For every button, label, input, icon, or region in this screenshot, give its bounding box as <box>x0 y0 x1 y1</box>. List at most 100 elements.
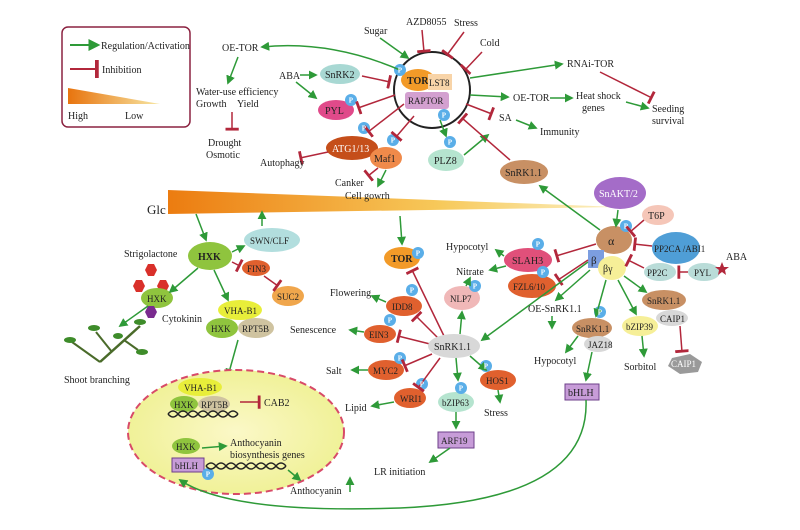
azd8055-label: AZD8055 <box>406 17 447 28</box>
t6p-node <box>642 205 674 225</box>
vha-b1-node <box>218 300 262 320</box>
snrk11-center-inhibit-ein3 <box>395 329 431 345</box>
snrk11-center-inhibit-idd8 <box>410 310 439 339</box>
nucleus <box>127 369 345 495</box>
strigolactone-label: Strigolactone <box>124 249 178 260</box>
tor-inhibit-maf1 <box>390 115 415 142</box>
nlp7-to-nitrate <box>462 276 471 287</box>
phospho-label: P <box>541 269 546 277</box>
hxk-b-node <box>206 318 238 338</box>
alpha-inhibit-slah3 <box>553 243 597 263</box>
phospho-label: P <box>442 112 447 120</box>
pp2ca-node <box>652 232 700 264</box>
ein3-to-senescence <box>348 326 365 336</box>
gamma-node <box>598 256 626 280</box>
snrk11-center-to-nlp7 <box>456 310 466 335</box>
phospho-label: P <box>536 241 541 249</box>
hxk-shoot-label: HXK <box>147 294 167 304</box>
phospho-label: P <box>484 363 489 371</box>
phospho-label: P <box>206 471 211 479</box>
rnai-tor-label: RNAi-TOR <box>567 59 614 70</box>
hexagon-icon <box>133 280 145 292</box>
bhlh-right-label: bHLH <box>568 388 594 399</box>
suc2-label: SUC2 <box>277 292 299 302</box>
dna-strand <box>167 410 239 418</box>
bhlh-nuclear-label: bHLH <box>175 461 198 471</box>
osmotic-label: Osmotic <box>206 150 240 161</box>
aba-top-label: ABA <box>279 71 301 82</box>
cell-growth-label: Cell gowrh <box>345 191 390 202</box>
tor-top-node <box>401 69 435 91</box>
bzip63-label: bZIP63 <box>442 398 470 408</box>
alpha-node <box>596 226 632 254</box>
phospho-label: P <box>420 381 425 389</box>
anthocyanin-label: Anthocyanin <box>290 486 342 497</box>
snrk11-center-to-hos1 <box>469 355 488 372</box>
caip1-a-node <box>656 310 688 326</box>
bzip63-node <box>438 392 474 412</box>
glc-gradient-wedge <box>168 190 620 214</box>
senescence-label: Senescence <box>290 325 337 336</box>
hxk-to-hxk-shoot <box>168 267 199 294</box>
bhlh-right-to-nucleus-arrow <box>178 399 587 510</box>
gamma-to-snrk11-right <box>623 275 648 294</box>
snrk11-right-label: SnRK1.1 <box>647 296 680 306</box>
nlp7-label: NLP7 <box>450 294 472 304</box>
lst8-node <box>428 74 452 90</box>
glc-label: Glc <box>147 202 166 217</box>
plz8-to-sa-arrow <box>463 133 490 156</box>
cold-inhibit <box>459 51 483 76</box>
autophagy-label: Autophagy <box>260 158 304 169</box>
bhlh-right-node <box>564 383 600 401</box>
bzip39-node <box>622 316 658 336</box>
immunity-label: Immunity <box>540 127 579 138</box>
bzip39-label: bZIP39 <box>626 322 654 332</box>
swn-node <box>244 228 300 252</box>
ein3-node <box>364 325 396 343</box>
phospho-icon <box>438 109 450 121</box>
snrk11-right-node <box>642 290 686 310</box>
hxk-nuclear2-node <box>172 438 200 454</box>
caip1-b-label: CAIP1 <box>671 359 696 369</box>
pp2c-label: PP2C <box>647 268 668 278</box>
phospho-icon <box>345 94 357 106</box>
snrk11-center-label: SnRK1.1 <box>434 342 471 353</box>
beta-to-snrk11-center <box>480 261 589 342</box>
snrk11-center-inhibit-wri1 <box>412 357 441 393</box>
phospho-label: P <box>391 137 396 145</box>
glc-to-hxk <box>195 213 208 242</box>
phospho-label: P <box>416 250 421 258</box>
glc-to-tor-mid <box>396 215 406 246</box>
hxk-node <box>188 242 232 270</box>
azd-inhibit <box>417 29 431 54</box>
hypocotyl-top-label: Hypocotyl <box>446 242 488 253</box>
phospho-icon <box>384 314 396 326</box>
oetor-left-label: OE-TOR <box>222 43 259 54</box>
beta-inhibit-fzl <box>553 259 589 286</box>
snrk11-center-to-bzip63 <box>452 357 462 382</box>
gamma-to-snrk11-mid <box>593 279 607 318</box>
dna-strand <box>167 410 239 418</box>
stress-top-label: Stress <box>454 18 478 29</box>
hxk-n2-to-genes <box>201 442 228 452</box>
slah3-to-nitrate <box>488 263 507 273</box>
phospho-icon <box>406 284 418 296</box>
heat-shock-label: Heat shock <box>576 91 621 102</box>
rpt5b-node <box>238 318 274 338</box>
phospho-icon <box>469 280 481 292</box>
growth-label: Growth <box>196 99 227 110</box>
beta-to-oesnrk <box>554 269 591 302</box>
plz8-label: PLZ8 <box>434 156 457 167</box>
rnai-inhibit-seeding <box>599 71 656 105</box>
aba-pyl-arrow <box>295 81 318 100</box>
rpt5b-nuclear-label: RPT5B <box>201 400 228 410</box>
legend-low-label: Low <box>125 111 144 122</box>
snrk2-label: SnRK2 <box>325 70 354 81</box>
survival-label: survival <box>652 116 684 127</box>
legend-regulation-label: Regulation/Activation <box>101 41 190 52</box>
phospho-icon <box>455 382 467 394</box>
pyl-right-node <box>688 263 720 281</box>
stress-mid-label: Stress <box>484 408 508 419</box>
lr-initiation-label: LR initiation <box>374 467 425 478</box>
rpt5b-label: RPT5B <box>242 324 269 334</box>
